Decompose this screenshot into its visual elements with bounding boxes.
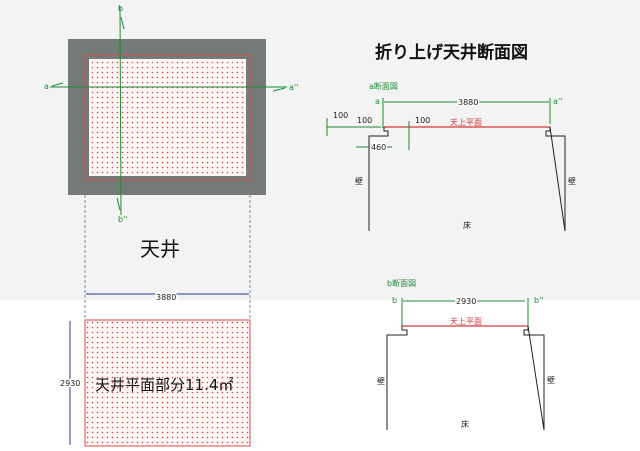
section-b-room-outline	[386, 325, 545, 431]
section-b-ceiling-label: 天上平面	[450, 317, 482, 326]
section-b: b断面図 b b'' 2930 天上平面 壁 壁 床	[377, 278, 555, 431]
section-a-label-left: a	[375, 97, 380, 106]
section-a-dim-460: 460	[371, 143, 386, 152]
section-a-room-outline	[368, 126, 566, 232]
height-dim: 2930	[60, 379, 80, 388]
label-a2: a''	[289, 83, 298, 92]
area-label: 天井平面部分11.4㎡	[95, 376, 233, 394]
section-arrow-a2	[272, 87, 286, 92]
label-a: a	[44, 82, 49, 91]
section-a-wall-right: 壁	[568, 176, 576, 186]
plan-view: a a'' b b'' 天井	[44, 4, 298, 320]
section-a-span-dim: 3880	[458, 98, 478, 107]
ceiling-plan: 3880 2930 天井平面部分11.4㎡	[59, 292, 251, 447]
ceiling-area	[89, 59, 246, 176]
section-a-dim-left-outer: 100	[333, 111, 348, 120]
section-a-dim-step: 100	[415, 116, 430, 125]
section-b-span-dim: 2930	[456, 297, 476, 306]
section-a-dim-left-inner: 100	[357, 116, 372, 125]
page-title: 折り上げ天井断面図	[375, 42, 528, 63]
ceiling-outline	[84, 54, 252, 181]
section-arrow-a	[51, 82, 64, 87]
section-b-wall-left: 壁	[377, 376, 385, 386]
section-b-wall-right: 壁	[547, 375, 555, 385]
section-arrow-b2	[116, 197, 121, 211]
section-a-wall-left: 壁	[355, 176, 363, 186]
ceiling-plan-area	[84, 319, 251, 447]
section-b-label-left: b	[392, 296, 397, 305]
section-b-floor: 床	[461, 419, 469, 429]
section-a-floor: 床	[463, 220, 471, 230]
section-line-b	[119, 5, 122, 216]
section-b-title: b断面図	[387, 278, 416, 288]
section-a: a断面図 a a'' 3880 天上平面 100 100 100 460 壁 壁…	[326, 81, 576, 232]
ceiling-label: 天井	[140, 237, 180, 261]
width-dim: 3880	[156, 293, 176, 302]
section-arrow-b	[120, 16, 125, 30]
label-b: b	[118, 4, 123, 13]
section-a-label-right: a''	[553, 97, 562, 106]
section-a-title: a断面図	[369, 81, 398, 91]
section-a-ceiling-label: 天上平面	[450, 118, 482, 127]
section-b-label-right: b''	[534, 296, 543, 305]
label-b2: b''	[118, 215, 127, 224]
